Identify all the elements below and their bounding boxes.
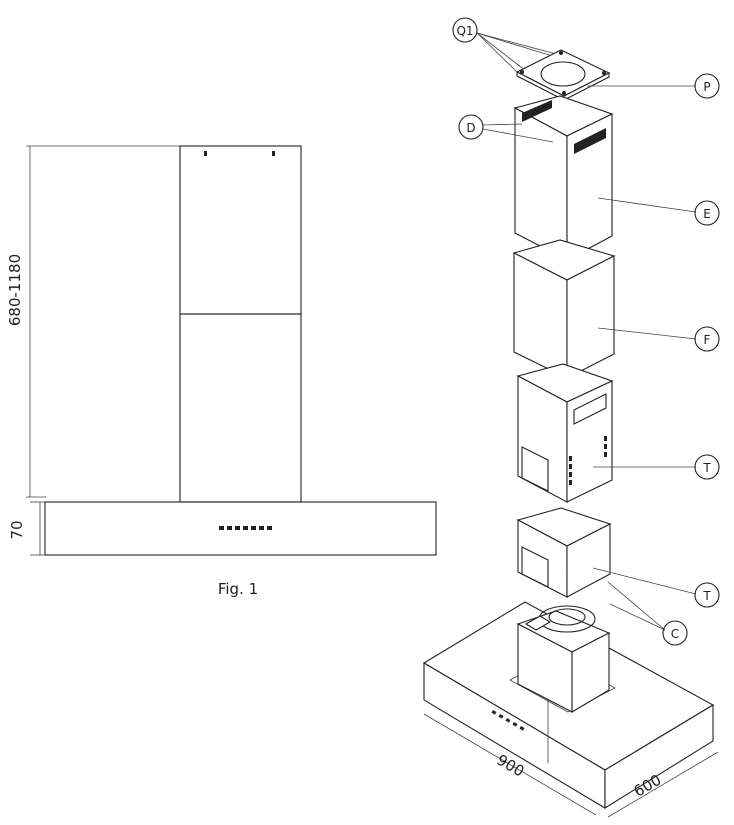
canopy-dimension-label: 70 (8, 520, 26, 539)
label-c: C (671, 627, 679, 641)
label-f-leader (597, 327, 697, 340)
label-p-circle (694, 73, 720, 99)
label-p: P (703, 80, 710, 94)
width-dimension-line (423, 713, 597, 816)
part-p-bracket (515, 49, 611, 101)
front-view: 680-1180 70 Fig. 1 (6, 145, 437, 598)
label-t-upper-circle (694, 454, 720, 480)
label-d: D (466, 121, 475, 135)
depth-dimension-line (607, 751, 719, 818)
part-t-upper-frame (516, 363, 614, 503)
label-f-circle (694, 326, 720, 352)
height-dimension-label: 680-1180 (6, 254, 24, 326)
label-e: E (703, 207, 711, 221)
vent-slots-left (522, 100, 552, 122)
control-panel-buttons (219, 526, 272, 530)
part-f-lower-chimney (512, 239, 616, 379)
label-q1: Q1 (456, 24, 473, 38)
chimney-screw-left (204, 151, 207, 156)
motor-unit (516, 605, 611, 713)
label-e-circle (694, 200, 720, 226)
vent-slots-right (574, 128, 606, 154)
label-t-lower-circle (694, 582, 720, 608)
label-q1-circle (452, 17, 478, 43)
exploded-view: Q1 P D (422, 17, 720, 818)
hood-control-buttons (491, 709, 525, 731)
label-t-lower-leader (592, 567, 697, 595)
label-c-leaders (607, 581, 666, 631)
chimney-screw-right (272, 151, 275, 156)
label-t-lower: T (702, 589, 711, 603)
figure-caption: Fig. 1 (218, 580, 258, 598)
label-e-leader (597, 197, 697, 213)
label-c-circle (662, 620, 688, 646)
label-d-leaders (482, 123, 554, 143)
hood-canopy (44, 501, 437, 556)
part-t-lower-frame (516, 507, 612, 598)
chimney-upper-section (179, 145, 302, 315)
chimney-lower-section (179, 313, 302, 503)
part-e-upper-chimney (513, 95, 614, 261)
label-f: F (704, 333, 711, 347)
label-d-circle (458, 114, 484, 140)
label-t-upper: T (702, 461, 711, 475)
